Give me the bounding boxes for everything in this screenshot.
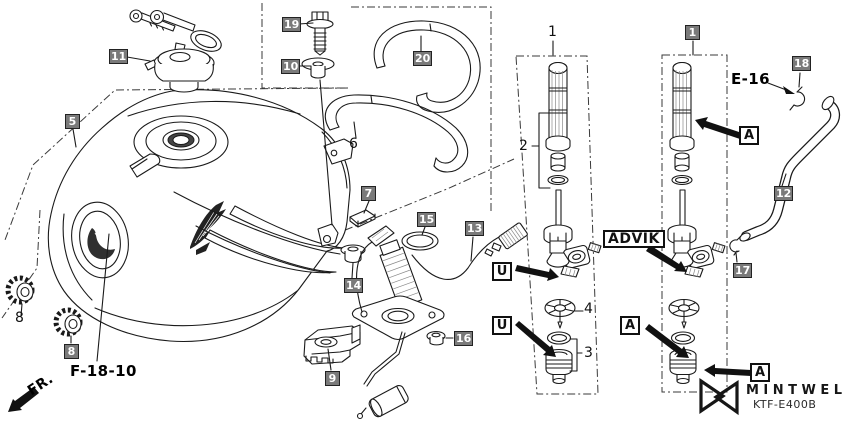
callout-u-top: U — [492, 262, 512, 281]
washer-drawing — [301, 57, 335, 79]
sender-unit-drawing — [351, 225, 500, 341]
hose-drawing — [739, 95, 840, 242]
watermark-logo — [699, 377, 739, 416]
part-label-8a: 8 — [15, 310, 24, 326]
part-label-15: 15 — [417, 212, 437, 227]
tank-drawing — [47, 89, 354, 343]
connector-drawing — [484, 222, 528, 257]
tank-stripes — [173, 191, 345, 274]
watermark-brand: MINTWELL — [746, 383, 842, 398]
part-label-3: 3 — [584, 345, 593, 361]
cushion-drawing — [340, 244, 366, 264]
band-front-drawing — [324, 94, 469, 173]
part-label-19: 19 — [282, 17, 302, 32]
knee-grip — [71, 201, 129, 279]
valve-assembly-mid — [543, 61, 602, 385]
part-label-17: 17 — [733, 263, 753, 278]
fr-arrow — [8, 387, 39, 412]
part-label-2: 2 — [519, 138, 528, 154]
clip18-drawing — [789, 86, 806, 111]
ref-f1810: F-18-10 — [70, 362, 137, 380]
grommet8a-drawing — [5, 275, 35, 305]
filler-ring — [129, 115, 229, 178]
part-label-1-right: 1 — [685, 25, 700, 40]
part-label-1-mid: 1 — [548, 24, 557, 40]
part-label-4: 4 — [584, 301, 593, 317]
callout-u-bottom: U — [492, 316, 512, 335]
float-drawing — [356, 331, 409, 420]
part-label-12: 12 — [774, 186, 794, 201]
clip17-drawing — [729, 235, 742, 256]
part-label-9: 9 — [325, 371, 340, 386]
callout-advik: ADVIK — [603, 230, 665, 248]
grommet8b-drawing — [53, 307, 83, 337]
oring-drawing — [401, 231, 439, 251]
part-label-13: 13 — [465, 221, 485, 236]
bolt-drawing — [306, 11, 334, 56]
diagram-code: KTF-E400B — [753, 398, 817, 411]
fuel-cap-drawing — [144, 42, 215, 93]
valve-assembly-right — [667, 61, 726, 385]
part-label-7: 7 — [361, 186, 376, 201]
part-label-8b: 8 — [64, 344, 79, 359]
keys-drawing — [129, 9, 222, 52]
callout-arrows — [515, 82, 795, 377]
callout-a-right: A — [739, 126, 759, 145]
band-rear-drawing — [373, 20, 481, 113]
part-label-16: 16 — [454, 331, 474, 346]
part-label-5: 5 — [65, 114, 80, 129]
part-label-20: 20 — [413, 51, 433, 66]
callout-a-bottom: A — [750, 363, 770, 382]
part-label-10: 10 — [281, 59, 301, 74]
ref-e16: E-16 — [731, 70, 770, 88]
callout-a-mid: A — [620, 316, 640, 335]
part-label-14: 14 — [344, 278, 364, 293]
part-label-18: 18 — [792, 56, 812, 71]
pad-drawing — [349, 209, 376, 228]
mount-drawing — [303, 324, 361, 365]
leader-lines — [20, 22, 801, 372]
grommet16-drawing — [426, 330, 446, 346]
part-label-6: 6 — [349, 136, 358, 152]
part-label-11: 11 — [109, 49, 129, 64]
